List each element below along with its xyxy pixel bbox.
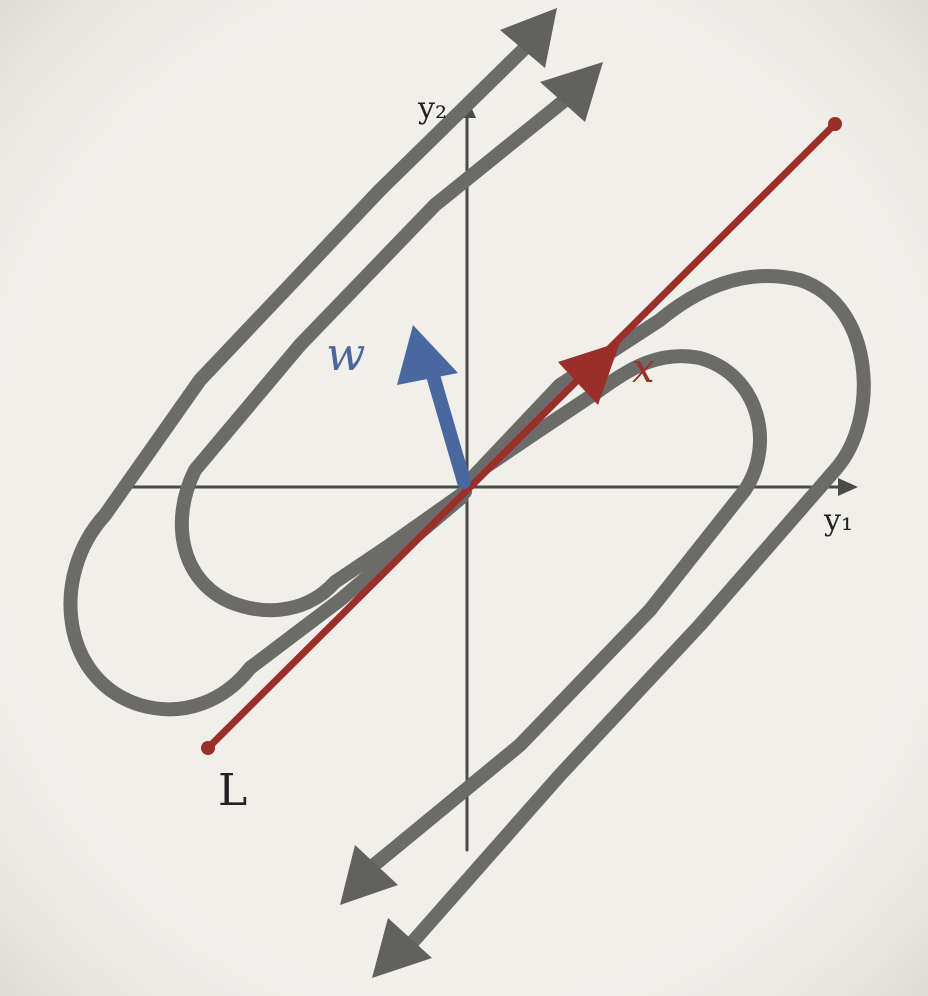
vector-w-shaft bbox=[425, 365, 471, 489]
arrowhead-lower-inner bbox=[340, 845, 398, 905]
vector-x-arrowhead bbox=[558, 342, 620, 405]
arrowhead-upper-inner bbox=[540, 62, 603, 122]
line-L bbox=[201, 117, 842, 755]
line-L-label: L bbox=[218, 765, 247, 816]
trajectory-inner-right bbox=[361, 349, 767, 877]
y2-axis-label: y₂ bbox=[417, 91, 447, 126]
arrowhead-upper-outer bbox=[500, 8, 557, 68]
vector-w bbox=[397, 325, 471, 489]
trajectories bbox=[63, 41, 871, 952]
vector-x-label: x bbox=[632, 346, 655, 392]
y1-axis-label: y₁ bbox=[823, 503, 853, 538]
line-L-endpoint-upper bbox=[828, 117, 842, 131]
trajectory-outer-left bbox=[63, 41, 532, 717]
trajectory-inner-left bbox=[174, 93, 572, 618]
vector-w-label: w bbox=[326, 327, 365, 381]
line-L-endpoint-lower bbox=[201, 741, 215, 755]
line-L-stroke bbox=[204, 120, 839, 752]
trajectory-outer-right bbox=[403, 269, 871, 952]
y1-axis-arrowhead bbox=[838, 478, 858, 496]
arrowhead-lower-outer bbox=[372, 918, 432, 978]
trajectory-arrowheads bbox=[340, 8, 603, 978]
vector-w-arrowhead bbox=[397, 325, 458, 385]
